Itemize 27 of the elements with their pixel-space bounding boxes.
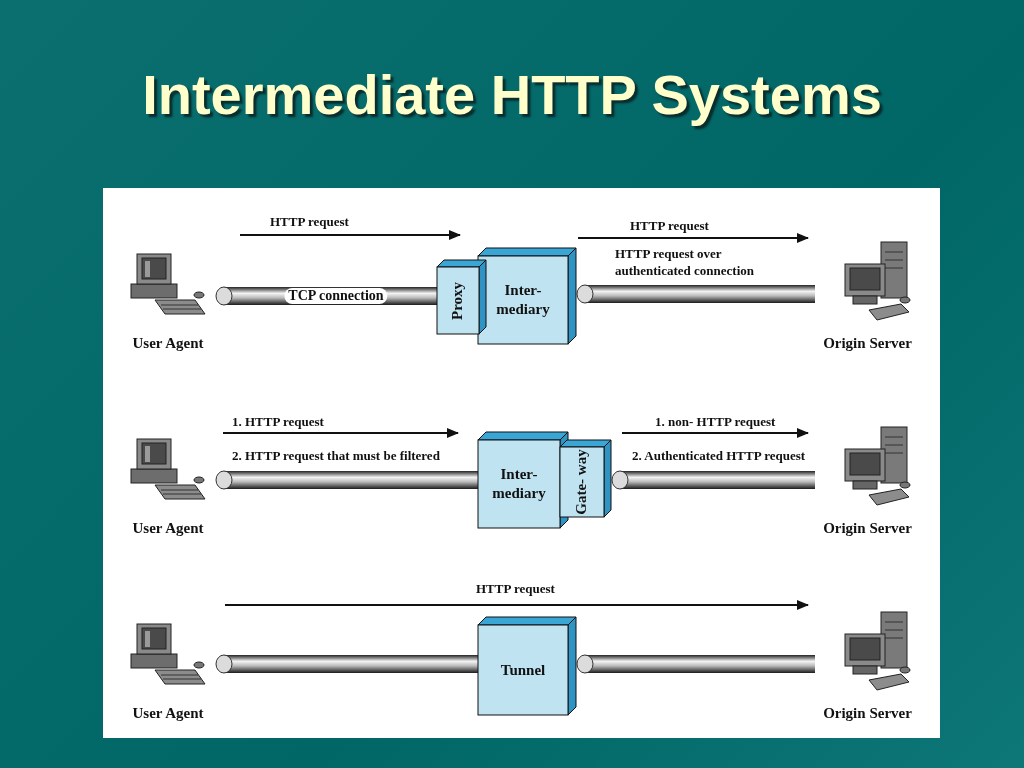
arrow-caption: HTTP request over authenticated connection: [615, 246, 756, 280]
arrow-caption: 2. Authenticated HTTP request: [632, 448, 806, 465]
connection-pipe: [215, 470, 478, 490]
arrow-caption: 2. HTTP request that must be filtered: [232, 448, 440, 465]
arrow-caption: HTTP request: [630, 218, 709, 235]
slide-title: Intermediate HTTP Systems: [141, 62, 883, 127]
box-label: Inter- mediary: [491, 465, 547, 503]
host-label: Origin Server: [822, 705, 913, 722]
connection-pipe: [611, 470, 815, 490]
box-label: Tunnel: [500, 660, 546, 680]
connection-pipe: [576, 284, 815, 304]
edge-label: TCP connection: [284, 288, 388, 304]
arrow-caption: HTTP request: [476, 581, 555, 598]
host-label: User Agent: [131, 705, 205, 722]
box-label: Inter- mediary: [495, 281, 551, 319]
host-label: Origin Server: [822, 335, 913, 352]
connection-pipe: [215, 654, 478, 674]
connection-pipe: [576, 654, 815, 674]
host-label: User Agent: [131, 520, 205, 537]
arrow-caption: 1. non- HTTP request: [655, 414, 776, 431]
connection-pipe: [215, 286, 437, 306]
box-label: Proxy: [449, 281, 467, 320]
box-label: Gate- way: [573, 449, 591, 515]
arrow-caption: HTTP request: [270, 214, 349, 231]
host-label: User Agent: [131, 335, 205, 352]
arrow-caption: 1. HTTP request: [232, 414, 324, 431]
host-label: Origin Server: [822, 520, 913, 537]
